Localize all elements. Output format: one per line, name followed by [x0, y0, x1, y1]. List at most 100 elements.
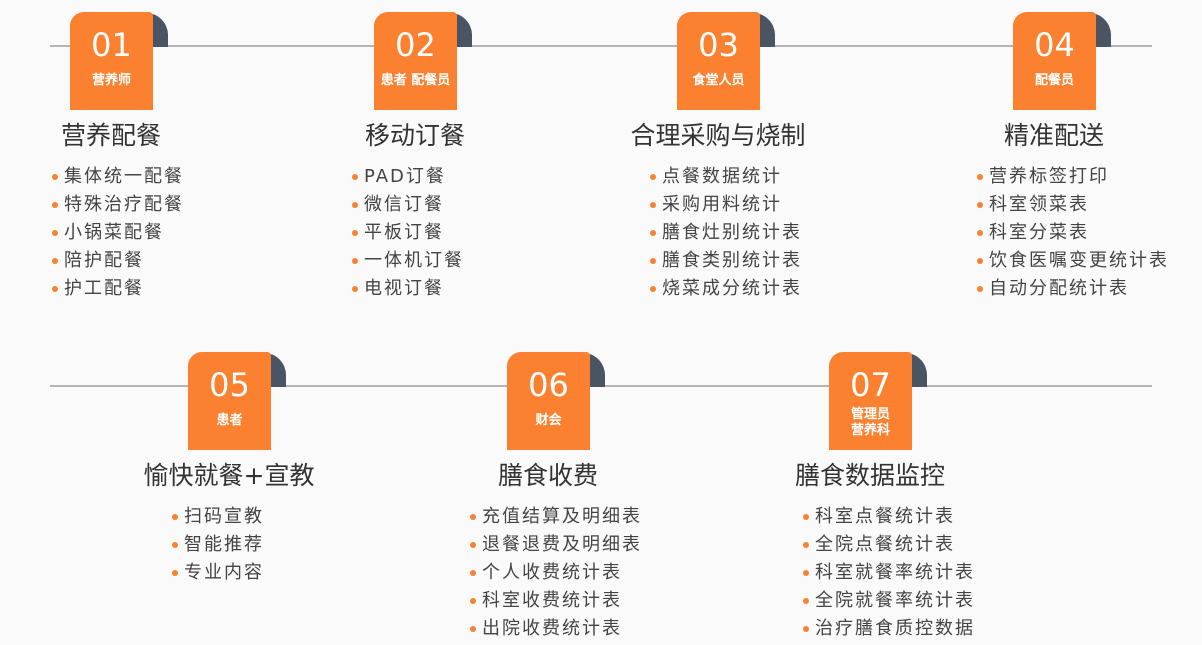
list-item: 电视订餐: [352, 275, 464, 303]
list-item-label: 微信订餐: [364, 194, 444, 215]
step-role: 患者: [216, 413, 243, 428]
list-item: 陪护配餐: [52, 247, 184, 275]
list-item: 全院点餐统计表: [803, 531, 975, 559]
list-item-label: 护工配餐: [64, 278, 144, 299]
bullet-icon: [352, 174, 358, 180]
list-item: 全院就餐率统计表: [803, 587, 975, 615]
bullet-icon: [52, 286, 58, 292]
list-item: 自动分配统计表: [977, 275, 1169, 303]
bullet-icon: [977, 174, 983, 180]
list-item: 采购用料统计: [650, 191, 802, 219]
list-item-label: 特殊治疗配餐: [64, 194, 184, 215]
step-number: 01: [91, 26, 132, 64]
bullet-icon: [352, 286, 358, 292]
list-item-label: 科室收费统计表: [482, 590, 622, 611]
bullet-icon: [977, 230, 983, 236]
list-item-label: 饮食医嘱变更统计表: [989, 250, 1169, 271]
bullet-icon: [352, 202, 358, 208]
list-item: 营养标签打印: [977, 163, 1169, 191]
step-role: 患者 配餐员: [380, 73, 451, 88]
bullet-icon: [650, 202, 656, 208]
list-item-label: 扫码宣教: [184, 506, 264, 527]
step-feature-list: 科室点餐统计表全院点餐统计表科室就餐率统计表全院就餐率统计表治疗膳食质控数据: [803, 503, 975, 643]
list-item-label: 出院收费统计表: [482, 618, 622, 639]
step-role: 营养师: [91, 73, 131, 88]
bullet-icon: [803, 626, 809, 632]
list-item-label: 膳食类别统计表: [662, 250, 802, 271]
list-item-label: 电视订餐: [364, 278, 444, 299]
list-item-label: 专业内容: [184, 562, 264, 583]
bullet-icon: [650, 286, 656, 292]
bullet-icon: [803, 570, 809, 576]
list-item: 出院收费统计表: [470, 615, 642, 643]
step-title: 合理采购与烧制: [630, 121, 806, 150]
step-number: 04: [1034, 26, 1075, 64]
step-title: 愉快就餐+宣教: [143, 461, 315, 490]
list-item: 科室点餐统计表: [803, 503, 975, 531]
list-item: 退餐退费及明细表: [470, 531, 642, 559]
bullet-icon: [52, 230, 58, 236]
list-item-label: 膳食灶别统计表: [662, 222, 802, 243]
step-feature-list: 点餐数据统计采购用料统计膳食灶别统计表膳食类别统计表烧菜成分统计表: [650, 163, 802, 303]
list-item-label: 全院就餐率统计表: [815, 590, 975, 611]
bullet-icon: [977, 202, 983, 208]
step-badge: 04 配餐员: [1013, 12, 1096, 110]
bullet-icon: [650, 174, 656, 180]
list-item: 科室就餐率统计表: [803, 559, 975, 587]
timeline-row-1: [50, 45, 1152, 47]
list-item: 充值结算及明细表: [470, 503, 642, 531]
step-role: 管理员: [850, 407, 890, 422]
bullet-icon: [803, 542, 809, 548]
list-item-label: 集体统一配餐: [64, 166, 184, 187]
list-item-label: 个人收费统计表: [482, 562, 622, 583]
list-item: 点餐数据统计: [650, 163, 802, 191]
list-item: 特殊治疗配餐: [52, 191, 184, 219]
step-title: 精准配送: [1003, 121, 1104, 150]
list-item: 平板订餐: [352, 219, 464, 247]
bullet-icon: [470, 542, 476, 548]
step-role: 配餐员: [1034, 73, 1074, 88]
list-item: 科室领菜表: [977, 191, 1169, 219]
list-item-label: 平板订餐: [364, 222, 444, 243]
list-item-label: 科室分菜表: [989, 222, 1089, 243]
bullet-icon: [803, 598, 809, 604]
step-role: 食堂人员: [692, 73, 745, 88]
list-item: 饮食医嘱变更统计表: [977, 247, 1169, 275]
step-badge: 03 食堂人员: [677, 12, 760, 110]
step-role: 财会: [535, 413, 562, 428]
list-item: 智能推荐: [172, 531, 264, 559]
list-item: 小锅菜配餐: [52, 219, 184, 247]
step-number: 03: [698, 26, 739, 64]
list-item: 治疗膳食质控数据: [803, 615, 975, 643]
list-item: 科室分菜表: [977, 219, 1169, 247]
step-role: 营养科: [850, 423, 890, 438]
list-item: 膳食类别统计表: [650, 247, 802, 275]
list-item-label: PAD订餐: [364, 166, 446, 187]
list-item-label: 营养标签打印: [989, 166, 1109, 187]
step-feature-list: 充值结算及明细表退餐退费及明细表个人收费统计表科室收费统计表出院收费统计表: [470, 503, 642, 643]
list-item-label: 自动分配统计表: [989, 278, 1129, 299]
step-feature-list: 扫码宣教智能推荐专业内容: [172, 503, 264, 587]
list-item: PAD订餐: [352, 163, 464, 191]
list-item-label: 陪护配餐: [64, 250, 144, 271]
list-item-label: 小锅菜配餐: [64, 222, 164, 243]
step-number: 06: [528, 366, 569, 404]
step-title: 营养配餐: [60, 121, 161, 150]
list-item: 集体统一配餐: [52, 163, 184, 191]
bullet-icon: [352, 230, 358, 236]
bullet-icon: [650, 258, 656, 264]
bullet-icon: [803, 514, 809, 520]
list-item-label: 科室就餐率统计表: [815, 562, 975, 583]
step-feature-list: 营养标签打印科室领菜表科室分菜表饮食医嘱变更统计表自动分配统计表: [977, 163, 1169, 303]
list-item-label: 全院点餐统计表: [815, 534, 955, 555]
list-item: 微信订餐: [352, 191, 464, 219]
bullet-icon: [172, 542, 178, 548]
bullet-icon: [470, 570, 476, 576]
bullet-icon: [650, 230, 656, 236]
list-item-label: 点餐数据统计: [662, 166, 782, 187]
bullet-icon: [52, 202, 58, 208]
step-badge: 06 财会: [507, 352, 590, 450]
